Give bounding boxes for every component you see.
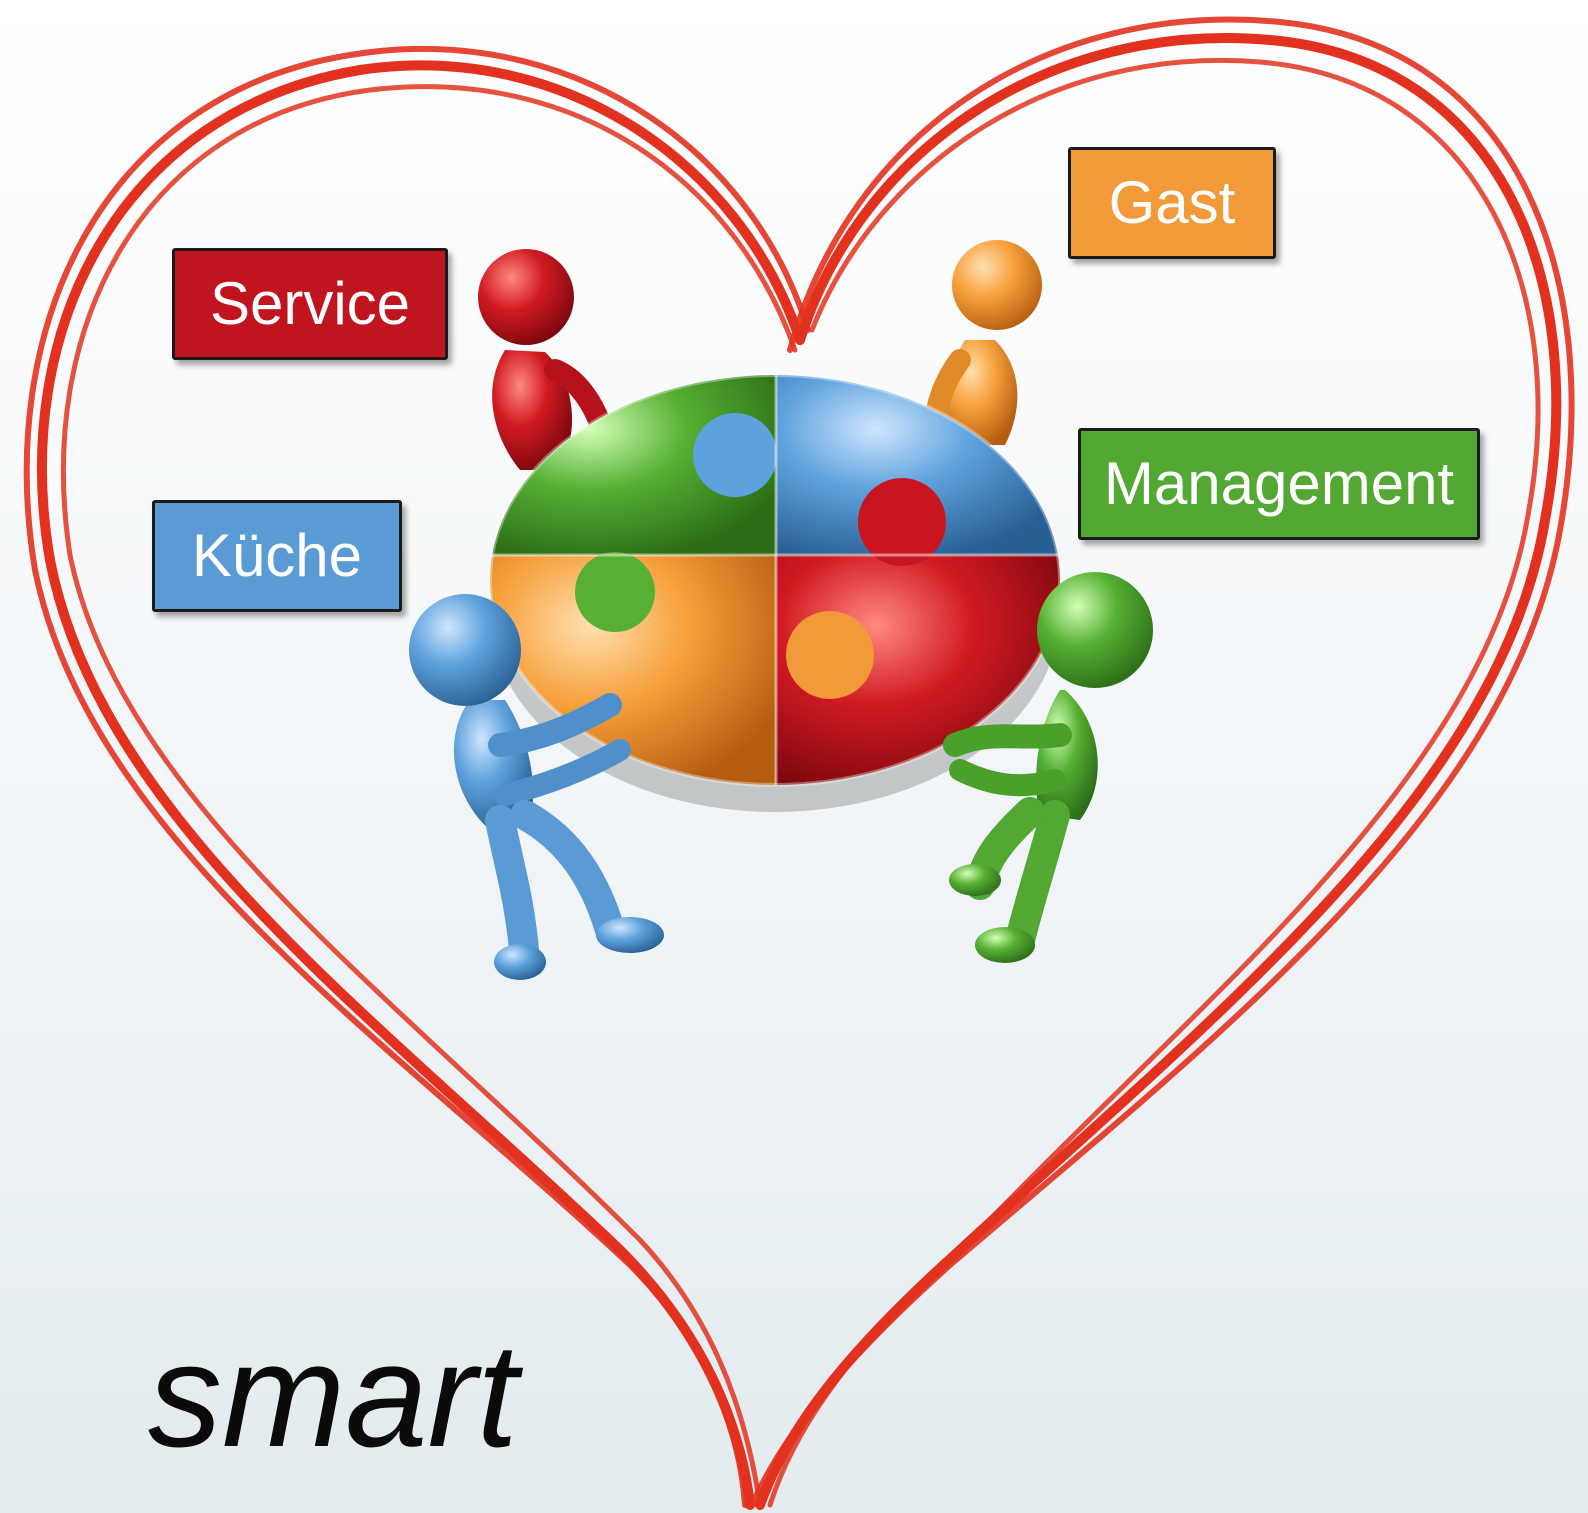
orange-figure [924, 240, 1042, 445]
blue-figure [409, 594, 664, 980]
service-label: Service [172, 248, 448, 360]
kueche-label: Küche [152, 500, 402, 612]
heart-outline [23, 16, 1575, 1510]
puzzle-table [488, 373, 1062, 812]
tagline: smart [148, 1313, 518, 1478]
gast-label: Gast [1068, 147, 1276, 259]
green-figure [943, 572, 1153, 963]
management-label: Management [1078, 428, 1480, 540]
